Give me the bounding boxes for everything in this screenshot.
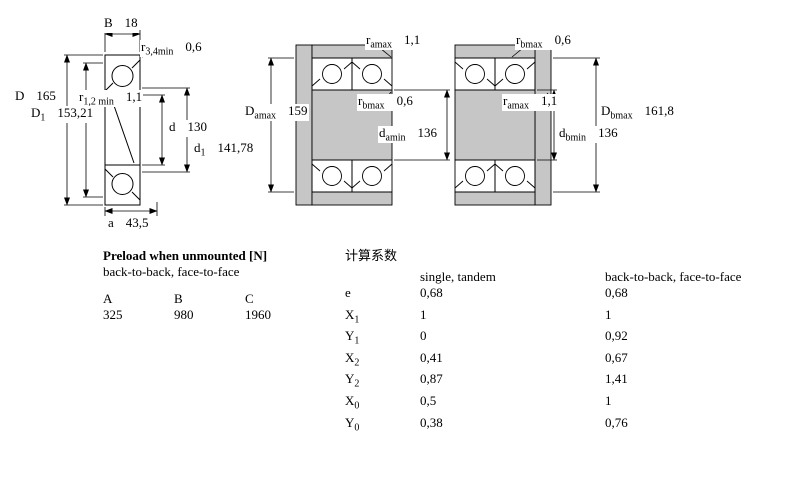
dim-value: 136 [598,125,618,140]
dim-value: 18 [124,15,138,30]
preload-value-row: 325 980 1960 [103,307,316,323]
dim-value: 43,5 [125,215,149,230]
calculation-factors-table: 计算系数 single, tandem back-to-back, face-t… [345,248,785,436]
dim-value: 1,1 [125,89,143,104]
dim-value: 141,78 [217,140,254,155]
factors-col1-header: single, tandem [420,269,496,284]
factors-row-Y1: Y1 0 0,92 [345,328,628,347]
preload-header-row: A B C [103,291,316,307]
factors-col2-header: back-to-back, face-to-face [605,269,742,284]
right-pair-figure [454,44,552,206]
dim-value: 0,6 [185,39,202,54]
dim-value: 159 [288,103,308,118]
dim-value: 1,1 [541,93,558,108]
middle-pair-figure [295,44,393,206]
dim-value: 165 [36,88,56,103]
preload-title: Preload when unmounted [N] [103,248,268,263]
factors-row-X0: X0 0,5 1 [345,392,612,412]
preload-col-A: A [103,291,113,306]
left-bearing-section [104,54,141,206]
factors-row-Y0: Y0 0,38 0,76 [345,414,628,434]
dim-value: 136 [417,125,438,140]
dim-value: 153,21 [57,105,94,120]
preload-value-A: 325 [103,307,123,322]
factors-row-Y2: Y2 0,87 1,41 [345,371,628,390]
preload-table: Preload when unmounted [N] back-to-back,… [103,248,316,323]
dim-value: 0,6 [396,93,413,108]
dim-value: 0,6 [554,32,571,47]
factors-header-spacer [345,269,420,285]
preload-subtitle: back-to-back, face-to-face [103,264,240,279]
preload-col-C: C [245,291,254,306]
factors-row-e: e 0,68 0,68 [345,285,628,300]
dim-value: 161,8 [644,103,674,118]
factors-header-row: single, tandem back-to-back, face-to-fac… [345,269,785,285]
factors-row-X2: X2 0,41 0,67 [345,349,628,369]
preload-col-B: B [174,291,183,306]
dim-value: 1,1 [404,32,421,47]
factors-row-X1: X1 1 1 [345,306,612,326]
middle-dimension-lines [268,47,450,193]
dim-value: 130 [187,119,208,134]
factors-title: 计算系数 [345,248,398,263]
preload-value-C: 1960 [245,307,271,322]
preload-value-B: 980 [174,307,194,322]
